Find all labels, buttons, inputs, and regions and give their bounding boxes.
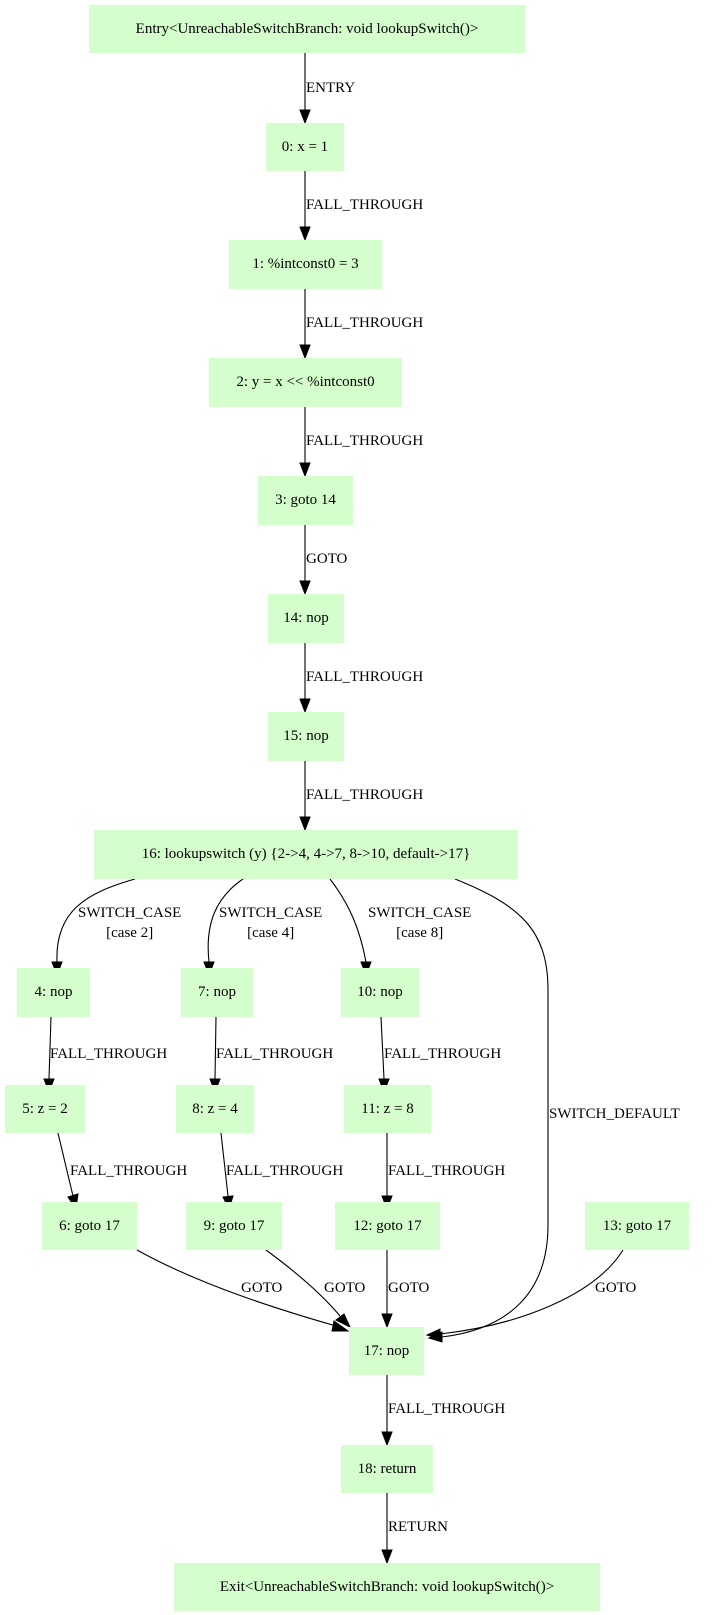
edge-9-17 bbox=[265, 1249, 341, 1317]
edge-label-fall-through: FALL_THROUGH bbox=[384, 1046, 502, 1062]
node-8: 8: z = 4 bbox=[176, 1085, 254, 1133]
node-14: 14: nop bbox=[268, 594, 344, 643]
node-0: 0: x = 1 bbox=[266, 123, 344, 171]
edge-label-goto: GOTO bbox=[306, 551, 348, 567]
arrowhead bbox=[299, 816, 311, 832]
edge-label-switch-case-4: SWITCH_CASE [case 4] bbox=[219, 904, 322, 943]
node-entry: Entry<UnreachableSwitchBranch: void look… bbox=[89, 5, 525, 53]
edge-label-line: [case 2] bbox=[106, 924, 154, 941]
edge-label-return: RETURN bbox=[388, 1519, 448, 1535]
edge-13-17 bbox=[439, 1249, 624, 1335]
edge-label-fall-through: FALL_THROUGH bbox=[306, 315, 424, 331]
edge-16-10 bbox=[329, 878, 367, 963]
node-11: 11: z = 8 bbox=[344, 1085, 431, 1133]
arrowhead bbox=[331, 1320, 350, 1332]
edge-10-11 bbox=[380, 1016, 385, 1080]
edge-label-line: [case 8] bbox=[396, 924, 444, 941]
node-1: 1: %intconst0 = 3 bbox=[229, 240, 382, 289]
edge-label-fall-through: FALL_THROUGH bbox=[306, 787, 424, 803]
edge-16-4 bbox=[56, 878, 136, 963]
edge-label-switch-case-8: SWITCH_CASE [case 8] bbox=[368, 904, 471, 943]
edge-label-fall-through: FALL_THROUGH bbox=[388, 1163, 506, 1179]
node-13: 13: goto 17 bbox=[585, 1202, 689, 1250]
node-6: 6: goto 17 bbox=[42, 1202, 137, 1250]
edge-label-goto: GOTO bbox=[324, 1280, 366, 1296]
node-17: 17: nop bbox=[349, 1327, 424, 1375]
edge-label-line: SWITCH_CASE bbox=[368, 905, 472, 921]
edge-label-fall-through: FALL_THROUGH bbox=[50, 1046, 168, 1062]
node-12: 12: goto 17 bbox=[335, 1202, 440, 1250]
arrowhead bbox=[381, 1313, 393, 1329]
arrowhead bbox=[299, 344, 311, 360]
node-5: 5: z = 2 bbox=[5, 1085, 85, 1133]
edge-label-fall-through: FALL_THROUGH bbox=[306, 197, 424, 213]
node-18: 18: return bbox=[341, 1445, 433, 1493]
arrowhead bbox=[299, 462, 311, 478]
node-16: 16: lookupswitch (y) {2->4, 4->7, 8->10,… bbox=[94, 830, 518, 879]
arrowhead bbox=[299, 109, 311, 125]
node-15: 15: nop bbox=[268, 712, 344, 761]
edge-7-8 bbox=[214, 1016, 217, 1080]
edge-16-17-default bbox=[441, 878, 549, 1338]
arrowhead bbox=[381, 1431, 393, 1447]
edge-label-fall-through: FALL_THROUGH bbox=[216, 1046, 334, 1062]
edge-label-fall-through: FALL_THROUGH bbox=[226, 1163, 344, 1179]
node-7: 7: nop bbox=[181, 968, 253, 1017]
arrowhead bbox=[425, 1328, 441, 1340]
node-3: 3: goto 14 bbox=[258, 476, 353, 525]
edge-label-goto: GOTO bbox=[241, 1280, 283, 1296]
edge-label-switch-default: SWITCH_DEFAULT bbox=[549, 1106, 680, 1122]
edge-label-goto: GOTO bbox=[388, 1280, 430, 1296]
node-9: 9: goto 17 bbox=[186, 1202, 282, 1250]
edge-label-fall-through: FALL_THROUGH bbox=[306, 433, 424, 449]
edge-label-entry: ENTRY bbox=[306, 80, 356, 96]
arrowhead bbox=[299, 226, 311, 242]
arrowhead bbox=[299, 580, 311, 596]
edge-label-line: SWITCH_CASE bbox=[219, 905, 323, 921]
edge-8-9 bbox=[220, 1132, 229, 1197]
edge-label-fall-through: FALL_THROUGH bbox=[388, 1401, 506, 1417]
node-exit: Exit<UnreachableSwitchBranch: void looku… bbox=[174, 1563, 600, 1611]
edge-label-line: [case 4] bbox=[247, 924, 295, 941]
arrowhead bbox=[381, 1549, 393, 1565]
edge-label-fall-through: FALL_THROUGH bbox=[306, 669, 424, 685]
edge-16-7 bbox=[207, 878, 244, 963]
arrowhead bbox=[299, 698, 311, 714]
edge-label-fall-through: FALL_THROUGH bbox=[70, 1163, 188, 1179]
node-2: 2: y = x << %intconst0 bbox=[209, 358, 402, 407]
edge-label-line: SWITCH_CASE bbox=[78, 905, 182, 921]
edge-label-switch-case-2: SWITCH_CASE [case 2] bbox=[78, 904, 181, 943]
edge-6-17 bbox=[136, 1249, 337, 1327]
edge-4-5 bbox=[48, 1016, 52, 1080]
arrowhead bbox=[335, 1313, 352, 1329]
node-4: 4: nop bbox=[17, 968, 90, 1017]
node-10: 10: nop bbox=[341, 968, 419, 1017]
edge-label-goto: GOTO bbox=[595, 1280, 637, 1296]
